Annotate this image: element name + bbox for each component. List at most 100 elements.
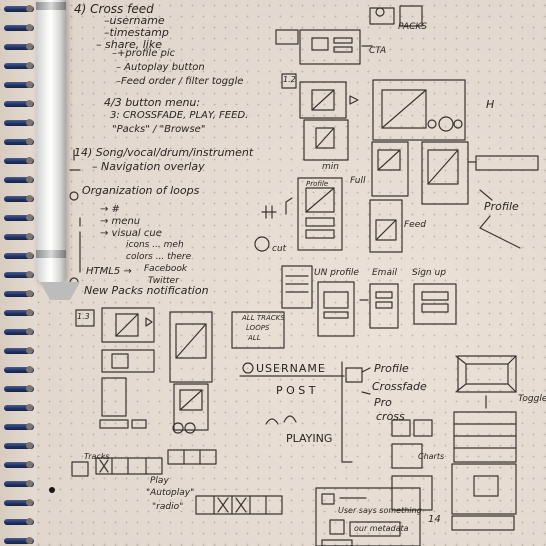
sketch-top-icons [275, 5, 423, 65]
sketch-signup-row [281, 265, 457, 337]
binding-hole [26, 290, 33, 297]
binding-hole [26, 176, 33, 183]
label-cta: CTA [369, 46, 387, 56]
note-button-menu-items: 3: CROSSFADE, PLAY, FEED. [110, 110, 249, 121]
binding-hole [26, 271, 33, 278]
note-new-packs: New Packs notification [84, 284, 209, 297]
label-14: 14 [428, 514, 441, 525]
spiral-ring [4, 253, 34, 259]
pen-band-bottom [36, 250, 66, 258]
note-facebook: Facebook [144, 264, 188, 274]
note-header: 4) Cross feed [74, 2, 154, 16]
spiral-ring [4, 177, 34, 183]
label-crossfade: Crossfade [372, 380, 427, 393]
spiral-ring [4, 215, 34, 221]
binding-hole [26, 537, 33, 544]
label-cross: cross [376, 410, 405, 423]
spiral-ring [4, 63, 34, 69]
sketch-post-area [239, 361, 371, 463]
sketch-phones-right [369, 141, 539, 253]
spiral-ring [4, 367, 34, 373]
pen-tip [40, 282, 80, 300]
binding-hole [26, 100, 33, 107]
note-item-timestamp: –timestamp [104, 26, 169, 39]
spiral-ring [4, 386, 34, 392]
spiral-ring [4, 519, 34, 525]
label-pro: Pro [374, 396, 392, 409]
label-min: min [322, 162, 339, 172]
binding-hole [26, 233, 33, 240]
note-item-profile-pic: –+profile pic [112, 48, 176, 59]
label-email: Email [372, 268, 397, 278]
note-z-icons: icons ... meh [126, 240, 184, 250]
binding-hole [26, 157, 33, 164]
spiral-ring [4, 25, 34, 31]
label-tracks: Tracks [84, 452, 110, 461]
sketch-list-marks [69, 149, 81, 287]
binding-hole [26, 404, 33, 411]
note-organization: Organization of loops [82, 184, 200, 197]
spiral-ring [4, 462, 34, 468]
spiral-ring [4, 348, 34, 354]
binding-hole [26, 328, 33, 335]
binding-hole [26, 81, 33, 88]
label-1-2: 1.2 [283, 75, 296, 84]
spiral-ring [4, 6, 34, 12]
binding-hole [26, 499, 33, 506]
label-1-3: 1.3 [77, 312, 90, 321]
label-user-says: User says something [338, 506, 422, 515]
spiral-ring [4, 44, 34, 50]
label-profile-right: Profile [484, 200, 519, 213]
label-post: P O S T [276, 384, 316, 397]
spiral-ring [4, 424, 34, 430]
note-song-line: 14) Song/vocal/drum/instrument [74, 146, 254, 159]
label-full: Full [350, 176, 366, 186]
spiral-ring [4, 82, 34, 88]
binding-hole [26, 385, 33, 392]
label-loops: LOOPS [246, 324, 270, 332]
label-cut: cut [272, 244, 287, 254]
spiral-ring [4, 158, 34, 164]
sketch-phones-middle [254, 177, 343, 252]
label-username: USERNAME [256, 362, 326, 375]
label-our-metadata: our metadata [354, 524, 409, 533]
label-help: H [486, 98, 495, 111]
sketch-1-3 [75, 307, 285, 465]
spiral-ring [4, 481, 34, 487]
note-z-hash: → # [100, 204, 120, 215]
sketch-right-grid [391, 355, 517, 531]
binding-hole [26, 309, 33, 316]
spiral-ring [4, 291, 34, 297]
note-z-colors: colors ... there [126, 252, 192, 262]
spiral-ring [4, 443, 34, 449]
label-profile-menu: Profile [374, 362, 409, 375]
note-html5: HTML5 → [86, 266, 132, 277]
label-packs: PACKS [398, 22, 428, 32]
spiral-ring [4, 196, 34, 202]
spiral-ring [4, 234, 34, 240]
pen-band-top [36, 2, 66, 10]
note-item-autoplay: – Autoplay button [116, 62, 205, 73]
spiral-ring [4, 101, 34, 107]
spiral-ring [4, 272, 34, 278]
note-packs-browse: "Packs" / "Browse" [112, 124, 206, 135]
sketch-bottom-card [315, 487, 421, 546]
note-z-menu: → menu [100, 216, 141, 227]
binding-hole [26, 43, 33, 50]
spiral-ring [4, 120, 34, 126]
spiral-ring [4, 405, 34, 411]
label-feed: Feed [404, 220, 426, 230]
note-item-share: – share, like [96, 38, 162, 51]
label-toggle: Toggle [518, 394, 546, 404]
note-z-visual: → visual cue [100, 228, 162, 239]
binding-hole [26, 24, 33, 31]
note-item-feed-order: –Feed order / filter toggle [116, 76, 244, 87]
label-charts: Charts [418, 452, 445, 461]
binding-hole [26, 62, 33, 69]
note-nav-overlay: – Navigation overlay [92, 160, 205, 173]
binding-hole [26, 461, 33, 468]
binding-hole [26, 119, 33, 126]
binding-hole [26, 442, 33, 449]
note-twitter: Twitter [148, 276, 179, 286]
